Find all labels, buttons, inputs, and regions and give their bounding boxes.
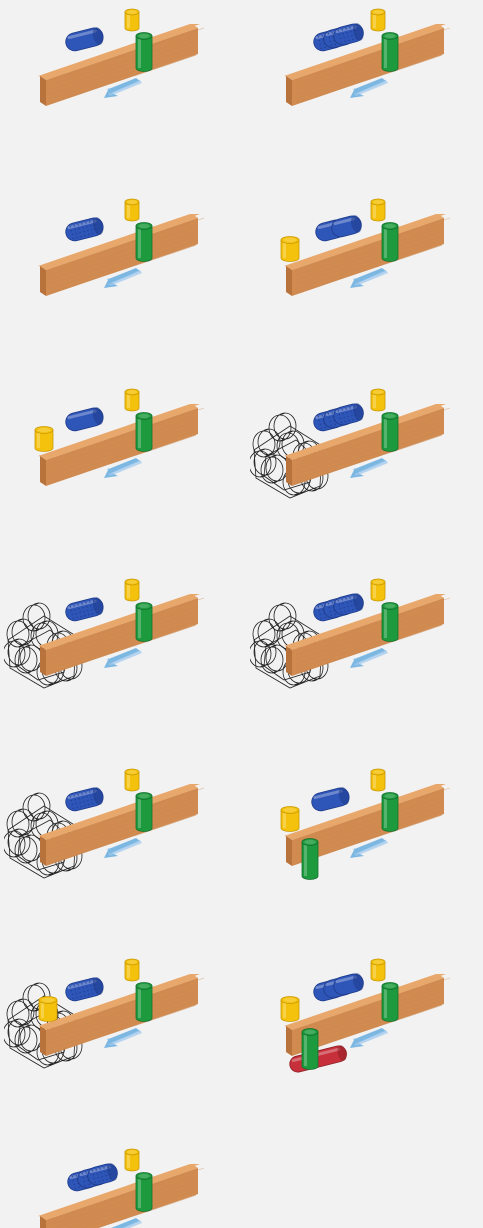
- green-cylinder: [382, 983, 398, 1022]
- yellow-cylinder: [125, 199, 139, 221]
- yellow-cylinder: [371, 769, 385, 791]
- blue-roller-3: [86, 1162, 119, 1187]
- scene-cell: [4, 956, 224, 1076]
- scene-cell: [250, 576, 470, 696]
- scene-illustration-8: [250, 576, 470, 696]
- scene-illustration-9: [4, 766, 224, 886]
- green-cylinder: [136, 223, 152, 262]
- yellow-cylinder: [371, 579, 385, 601]
- blue-roller-3: [332, 22, 365, 47]
- scene-cell: [250, 766, 470, 886]
- scene-illustration-1: [4, 6, 224, 126]
- scene-cell: [250, 386, 470, 506]
- scene-illustration-10: [250, 766, 470, 886]
- wooden-beam: [284, 212, 450, 300]
- green-cylinder: [382, 223, 398, 262]
- wooden-beam: [284, 592, 450, 680]
- scene-cell: [250, 956, 470, 1076]
- green-cylinder: [382, 33, 398, 72]
- green-cylinder: [136, 603, 152, 642]
- wooden-beam: [38, 1162, 204, 1228]
- green-cylinder: [136, 793, 152, 832]
- yellow-cylinder: [125, 959, 139, 981]
- blue-roller-1: [64, 406, 105, 433]
- scene-cell: [4, 1146, 224, 1228]
- wooden-beam: [284, 402, 450, 490]
- scene-cell: [4, 386, 224, 506]
- scene-illustration-3: [4, 196, 224, 316]
- yellow-cylinder-left: [281, 807, 299, 832]
- scene-illustration-13: [4, 1146, 224, 1228]
- scene-illustration-5: [4, 386, 224, 506]
- yellow-cylinder: [125, 389, 139, 411]
- wooden-beam: [38, 592, 204, 680]
- wooden-beam: [284, 22, 450, 110]
- yellow-cylinder: [371, 389, 385, 411]
- yellow-cylinder-left: [35, 427, 53, 452]
- scene-illustration-4: [250, 196, 470, 316]
- green-cylinder: [136, 983, 152, 1022]
- scene-cell: [4, 576, 224, 696]
- scene-cell: [4, 766, 224, 886]
- blue-roller-3: [332, 592, 365, 617]
- green-cylinder-front: [302, 1029, 318, 1070]
- scene-cell: [4, 196, 224, 316]
- wooden-beam: [38, 22, 204, 110]
- blue-roller-1: [64, 26, 105, 53]
- blue-roller-3: [332, 972, 365, 997]
- wooden-beam: [38, 782, 204, 870]
- blue-roller-1: [64, 596, 105, 623]
- scene-cell: [4, 6, 224, 126]
- yellow-cylinder-left: [281, 237, 299, 262]
- blue-roller-1: [64, 216, 105, 243]
- green-cylinder: [382, 793, 398, 832]
- wooden-beam: [38, 402, 204, 490]
- wooden-beam: [38, 212, 204, 300]
- green-cylinder: [136, 1173, 152, 1212]
- yellow-cylinder: [125, 769, 139, 791]
- yellow-cylinder-left: [281, 997, 299, 1022]
- scene-illustration-12: [250, 956, 470, 1076]
- yellow-cylinder: [125, 579, 139, 601]
- scene-cell: [250, 6, 470, 126]
- green-cylinder: [382, 413, 398, 452]
- scene-cell: [250, 196, 470, 316]
- green-cylinder: [382, 603, 398, 642]
- blue-roller-2: [330, 214, 363, 239]
- scene-illustration-6: [250, 386, 470, 506]
- blue-roller-1: [310, 786, 351, 813]
- scene-illustration-7: [4, 576, 224, 696]
- blue-roller-1: [64, 976, 105, 1003]
- yellow-cylinder: [125, 1149, 139, 1171]
- yellow-cylinder: [371, 9, 385, 31]
- wooden-beam: [38, 972, 204, 1060]
- blue-roller-1: [64, 786, 105, 813]
- yellow-cylinder: [371, 199, 385, 221]
- yellow-cylinder: [125, 9, 139, 31]
- green-cylinder-front: [302, 839, 318, 880]
- scene-illustration-2: [250, 6, 470, 126]
- yellow-cylinder: [371, 959, 385, 981]
- yellow-cylinder-left: [39, 997, 57, 1022]
- green-cylinder: [136, 33, 152, 72]
- green-cylinder: [136, 413, 152, 452]
- blue-roller-3: [332, 402, 365, 427]
- scene-illustration-11: [4, 956, 224, 1076]
